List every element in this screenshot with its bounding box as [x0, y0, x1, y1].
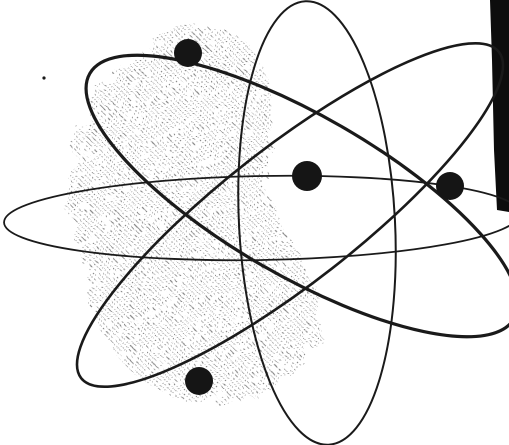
nucleus — [292, 161, 322, 191]
electron-right — [436, 172, 464, 200]
ink-speck — [42, 76, 45, 79]
electron-top-left — [174, 39, 202, 67]
electron-bottom — [185, 367, 213, 395]
